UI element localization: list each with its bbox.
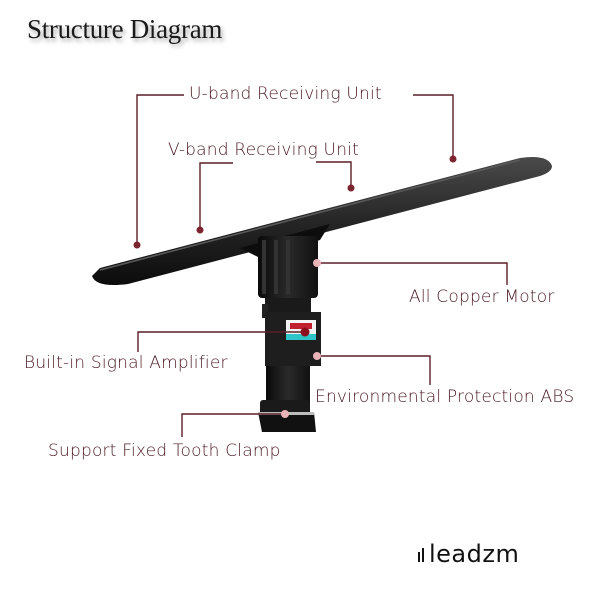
label-abs: Environmental Protection ABS xyxy=(315,387,575,407)
page-title: Structure Diagram xyxy=(27,14,223,44)
brand-name: leadzm xyxy=(429,540,520,568)
v-band-dot-left xyxy=(196,226,204,234)
callout-dots xyxy=(133,155,457,418)
lower-column xyxy=(258,366,316,432)
v-band-dot-right xyxy=(347,184,355,192)
antenna-arm xyxy=(92,157,552,285)
u-band-dot-right xyxy=(449,155,457,163)
label-v-band: V-band Receiving Unit xyxy=(168,140,359,160)
brand-logo: leadzm xyxy=(418,540,519,568)
label-amplifier: Built-in Signal Amplifier xyxy=(24,353,228,373)
brand-bars-icon xyxy=(418,540,426,568)
motor-dot xyxy=(313,259,321,267)
amplifier-dot xyxy=(300,327,310,337)
label-motor: All Copper Motor xyxy=(409,287,555,307)
label-u-band: U-band Receiving Unit xyxy=(189,84,382,104)
amplifier-box xyxy=(262,304,321,366)
u-band-dot-left xyxy=(133,241,141,249)
label-clamp: Support Fixed Tooth Clamp xyxy=(48,441,281,461)
leader-lines xyxy=(136,94,508,437)
clamp-dot xyxy=(281,410,289,418)
abs-dot xyxy=(313,352,321,360)
